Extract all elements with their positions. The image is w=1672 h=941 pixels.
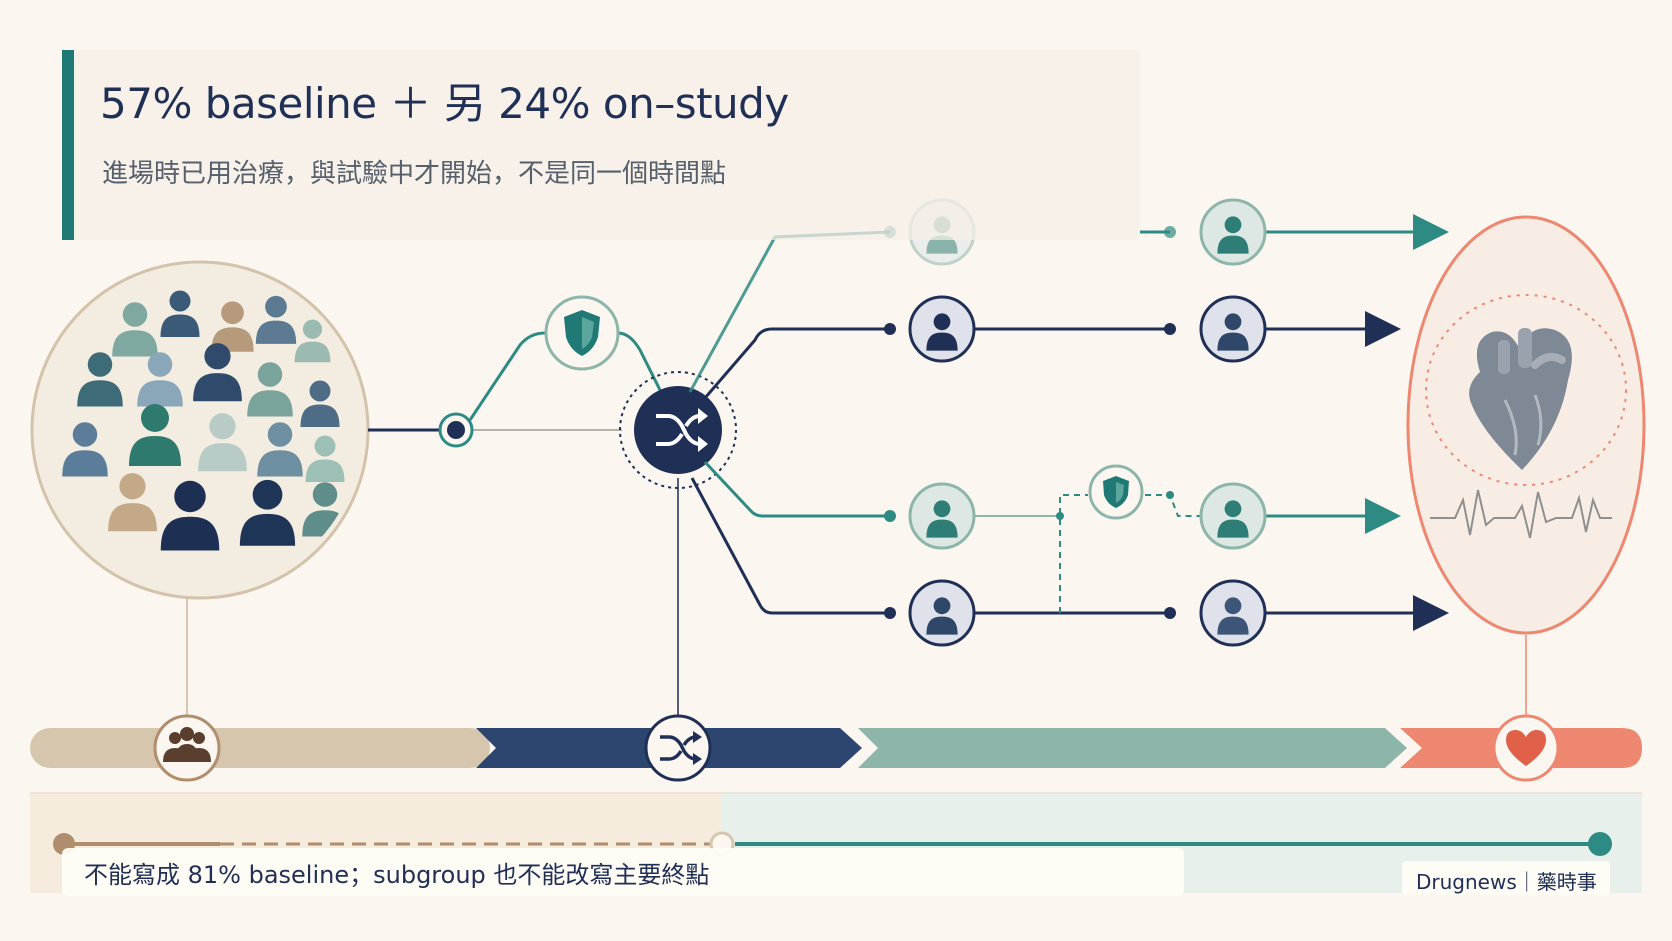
ecg-line: [1430, 489, 1612, 539]
page-title: 57% baseline ＋ 另 24% on–study: [100, 79, 789, 128]
shield-icon: [1088, 464, 1144, 520]
shuffle-icon: [619, 371, 737, 489]
brand-box: [1402, 861, 1610, 895]
brand-label: Drugnews｜藥時事: [1416, 870, 1597, 894]
timeline-bar: [30, 728, 1642, 768]
page-subtitle: 進場時已用治療，與試驗中才開始，不是同一個時間點: [102, 159, 727, 189]
group-icon: [153, 714, 221, 782]
person-icon: [1199, 198, 1267, 266]
person-icon: [1199, 482, 1267, 550]
outcome-heart-panel: [1406, 215, 1646, 635]
title-accent-bar: [62, 50, 74, 240]
anatomical-heart-icon: [1469, 328, 1572, 470]
title-card: [62, 50, 1140, 240]
person-icon: [908, 482, 976, 550]
enrollment-node: [438, 412, 474, 448]
footnote-box: [62, 848, 1184, 896]
population-crowd-icon: [30, 260, 370, 600]
person-icon: [908, 295, 976, 363]
person-icon: [908, 579, 976, 647]
person-icon: [1199, 579, 1267, 647]
heart-icon: [1492, 714, 1560, 782]
shield-icon: [544, 295, 620, 371]
person-icon: [1199, 295, 1267, 363]
footnote-text: 不能寫成 81% baseline；subgroup 也不能改寫主要終點: [84, 861, 710, 889]
shuffle-icon: [644, 714, 712, 782]
exposure-timeline: [53, 831, 1612, 857]
